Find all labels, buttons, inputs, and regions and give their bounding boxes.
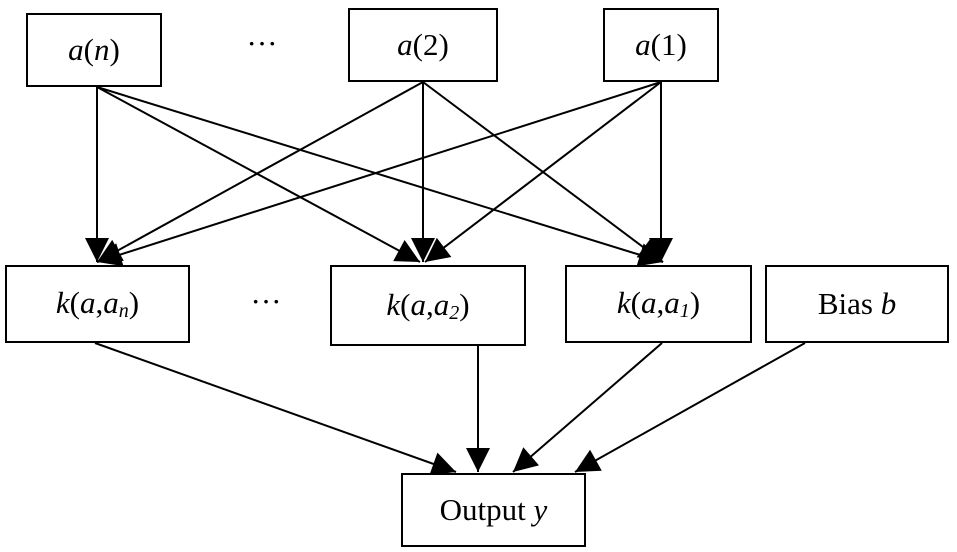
kernel-k1-comma: , bbox=[656, 285, 665, 320]
kernel-kn-close: ) bbox=[128, 285, 140, 320]
kernel-k1-open: ( bbox=[630, 285, 641, 320]
edge-k1-out bbox=[512, 342, 663, 473]
kernel-node-kn: k(a,an) bbox=[5, 265, 190, 343]
input-a1-text: (1) bbox=[650, 27, 687, 62]
kernel-k1-close: ) bbox=[689, 285, 701, 320]
edge-a1-k2 bbox=[424, 81, 662, 263]
kernel-kn-var: a bbox=[80, 285, 96, 320]
kernel-k1-sub: 1 bbox=[679, 300, 690, 322]
edge-bias-out bbox=[574, 342, 806, 473]
edge-a2-kn bbox=[96, 81, 424, 263]
kernel-node-k1: k(a,a1) bbox=[565, 265, 752, 343]
edge-a1-kn bbox=[96, 81, 662, 267]
input-ellipsis: ··· bbox=[246, 26, 278, 61]
output-symbol: y bbox=[533, 492, 548, 527]
kernel-k2-comma: , bbox=[426, 286, 434, 322]
input-an-arg: n bbox=[94, 32, 110, 67]
bias-symbol: b bbox=[880, 286, 897, 321]
bias-node: Bias b bbox=[765, 265, 949, 343]
edge-kn-out bbox=[94, 342, 457, 476]
input-node-an: a(n) bbox=[26, 13, 162, 87]
kernel-kn-sub-base: a bbox=[103, 285, 119, 320]
kernel-k1-var: a bbox=[641, 285, 657, 320]
kernel-k2-sub: 2 bbox=[449, 301, 460, 324]
kernel-kn-fn: k bbox=[55, 285, 70, 320]
kernel-k1-sub-base: a bbox=[664, 285, 680, 320]
kernel-k2-sub-base: a bbox=[433, 286, 450, 322]
kernel-ellipsis: ··· bbox=[250, 284, 282, 319]
output-label: Output bbox=[439, 492, 534, 527]
kernel-kn-open: ( bbox=[69, 285, 80, 320]
kernel-k2-close: ) bbox=[459, 286, 470, 322]
kernel-k2-fn: k bbox=[386, 286, 401, 322]
kernel-k2-open: ( bbox=[400, 286, 411, 322]
input-node-a2: a(2) bbox=[348, 8, 498, 82]
kernel-node-k2: k(a,a2) bbox=[330, 265, 526, 346]
bias-label: Bias bbox=[817, 286, 881, 321]
kernel-k2-var: a bbox=[410, 286, 427, 322]
kernel-kn-sub: n bbox=[118, 300, 129, 322]
kernel-kn-comma: , bbox=[95, 285, 104, 320]
input-node-a1: a(1) bbox=[603, 8, 719, 82]
output-node: Output y bbox=[401, 473, 586, 547]
input-a2-text: (2) bbox=[412, 27, 449, 62]
edge-an-k1 bbox=[96, 86, 664, 267]
input-a1-fn: a bbox=[635, 27, 651, 62]
input-an-fn: a bbox=[68, 32, 84, 67]
kernel-k1-fn: k bbox=[616, 285, 631, 320]
input-a2-fn: a bbox=[397, 27, 413, 62]
edge-an-k2 bbox=[96, 86, 421, 263]
